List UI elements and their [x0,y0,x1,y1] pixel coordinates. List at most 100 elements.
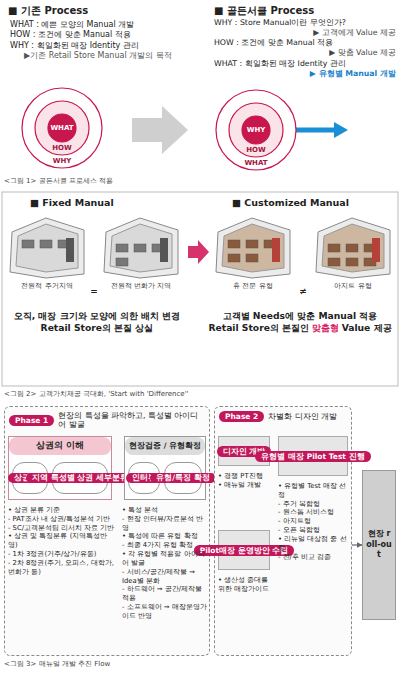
note-text: Retail Store의 본질 상실 [4,322,190,334]
node-text: 현장의 특성을 파악하고, 특성별 아이디어 발굴 [58,411,205,429]
step-box: 상권의 이해상권구분지역 특성별 상권 세부분류 [8,436,112,500]
note-text: - 현장 인터뷰/자료분석 반영 [122,515,208,533]
node-text: Phase 1 [9,415,54,426]
node-text: WHY [214,125,298,135]
node-text: 현장검증 / 유형확정 [125,437,205,455]
node-text: 현장 roll-out [365,529,393,560]
node-text: 아지트 유형 [312,282,394,291]
blue-arrow-head [334,122,348,138]
store-plan: 전원적 주거지역 [6,214,88,300]
node-text: 유형/특징 확정 [150,473,215,484]
note-text: • 생산성 증대를 위한 매장가이드 [218,576,274,594]
relation-symbol: = [88,286,100,298]
note-text: - 하드웨어 → 공간/제작물 적용 [122,585,208,603]
note-text: WHAT : 예쁜 모양의 Manual 개발 [10,20,200,30]
text-group: <그림 3> 매뉴얼 개발 추진 Flow [4,660,394,669]
note-text: - 1차 3정권(거주/상가/유동) [8,550,116,559]
node-text: WHAT [214,158,298,168]
text-group: • 상권 분류 기준- PAT조사 내 상권/특성분석 기반- SC/고객분석팀… [8,506,116,577]
figure-caption: <그림 2> 고객가치재공 극대화, 'Start with 'Differen… [4,390,394,399]
flow-connector [352,544,362,545]
note-text: • 상권 분류 기준 [8,506,116,515]
note-text: - 최종 4가지 유형 확정 [122,541,208,550]
note-text: • 각 유형별 적용할 아이디어 발굴 [122,550,208,568]
text-group: WHY : Store Manual이란 무엇인가?▶ 고객에게 Value 제… [214,18,396,79]
phase-header: Phase 1 현장의 특성을 파악하고, 특성별 아이디어 발굴 [5,407,209,433]
note-text: ▶ 유형별 Manual 개발 [214,69,396,79]
golden-circle: WHAT HOW WHY [20,86,104,170]
store-plan: 아지트 유형 [312,214,394,300]
note-text: • 상권 및 특징분류 (지역특성반영) [8,532,116,550]
note-text: ▶기존 Retail Store Manual 개발의 목적 [10,51,200,61]
note-text: Value 제공 [342,322,392,333]
node-text: Phase 2 [219,411,264,422]
note-text: - 주거 복합형 [278,500,350,509]
step-box: 현장검증 / 유형확정인터뷰유형/특징 확정 [124,436,206,500]
note-text: • 특성 분석 [122,506,208,515]
figure-caption: <그림 3> 매뉴얼 개발 추진 Flow [4,660,394,669]
note-text: - 서비스/공간/제작물 → Idea별 분화 [122,568,208,586]
note-text: - 소프트웨어 → 매장운영가이드 반영 [122,603,208,621]
text-group: • 생산성 증대를 위한 매장가이드 [218,576,274,594]
note-text: Retail Store의 본질인 [208,322,309,333]
plan-illustration [100,214,182,280]
text-group: 오직, 매장 크기와 모양에 의한 배치 변경Retail Store의 본질 … [4,310,190,334]
process-arrow [132,106,188,154]
node-text: WHAT [20,123,104,133]
text-line: Retail Store의 본질인맞춤형Value 제공 [202,322,398,334]
process-box: 유형별 매장 Pilot Test 진행 [278,436,348,476]
node-text: HOW [214,145,298,155]
store-plan: 전원적 번화가 지역 [100,214,182,300]
node-text: WHY [20,156,104,166]
text-group: • 특성 분석- 현장 인터뷰/자료분석 반영• 특성에 따른 유형 확정- 최… [122,506,208,621]
text-group: • 유형별 Test 매장 선정- 주거 복합형- 원스톱 서비스형- 아지트형… [278,482,350,561]
note-text: - 원스톱 서비스형 [278,508,350,517]
note-text: • 경쟁 PT진행 [218,472,274,481]
text-group: <그림 2> 고객가치재공 극대화, 'Start with 'Differen… [4,390,394,399]
text-group: ■ 기존 Process [8,4,198,17]
phase-header: Phase 2 차별화 디자인 개발 [215,407,351,426]
section-title: ■ 기존 Process [8,4,198,17]
note-text: HOW : 조건에 맞춘 Manual 적용 [10,30,200,40]
text-group: ≠ [294,286,312,298]
text-group: ■ Fixed Manual [30,197,190,209]
note-text: - SC/고객분석팀 리서치 자료 기반 [8,524,116,533]
red-arrow [188,240,209,264]
note-text: - 아지트형 [278,517,350,526]
text-group: ■ 골든서클 Process [214,4,396,17]
rollout-box: 현장 roll-out [362,470,396,620]
text-group: = [88,286,100,298]
sub-step-oval: 유형/특징 확정 [164,462,202,494]
note-text: WHAT : 획일화된 매장 Identity 관리 [214,59,396,69]
note-text: • 매뉴얼 개발 [218,481,274,490]
text-group: 고객별 Needs에 맞춘 Manual 적용Retail Store의 본질인… [202,310,398,334]
note-text: HOW : 조건에 맞춘 Manual 적용 [214,38,396,48]
node-text: 전원적 주거지역 [6,282,88,291]
node-text: 차별화 디자인 개발 [268,412,337,421]
note-text: - 오픈 복합형 [278,526,350,535]
figure-frame [2,192,398,386]
note-text: 오직, 매장 크기와 모양에 의한 배치 변경 [4,310,190,322]
section-title: ■ 골든서클 Process [214,4,396,17]
note-text: • 특성에 따른 유형 확정 [122,532,208,541]
node-text: 지역 특성별 상권 세부분류 [26,473,134,484]
golden-circle: WHY HOW WHAT [214,88,298,172]
text-group: <그림 1> 골든서클 프로세스 적용 [4,177,394,186]
store-plan: 휴 전문 유형 [212,214,294,300]
sub-step-oval: 지역 특성별 상권 세부분류 [52,462,108,494]
note-text: 맞춤형 [312,322,339,333]
figure-caption: <그림 1> 골든서클 프로세스 적용 [4,177,394,186]
note-text: - PAT조사 내 상권/특성분석 기반 [8,515,116,524]
plan-illustration [6,214,88,280]
text-group: • 경쟁 PT진행• 매뉴얼 개발 [218,472,274,490]
text-group: WHAT : 예쁜 모양의 Manual 개발HOW : 조건에 맞춘 Manu… [10,20,200,62]
note-text: ▶ 고객에게 Value 제공 [214,28,396,38]
plan-illustration [312,214,394,280]
node-text: 휴 전문 유형 [212,282,294,291]
node-text: 전원적 번화가 지역 [100,282,182,291]
node-text: 유형별 매장 Pilot Test 진행 [255,451,370,462]
note-text: • 유형별 Test 매장 선정 [278,482,350,500]
node-text: HOW [20,143,104,153]
plan-illustration [212,214,294,280]
